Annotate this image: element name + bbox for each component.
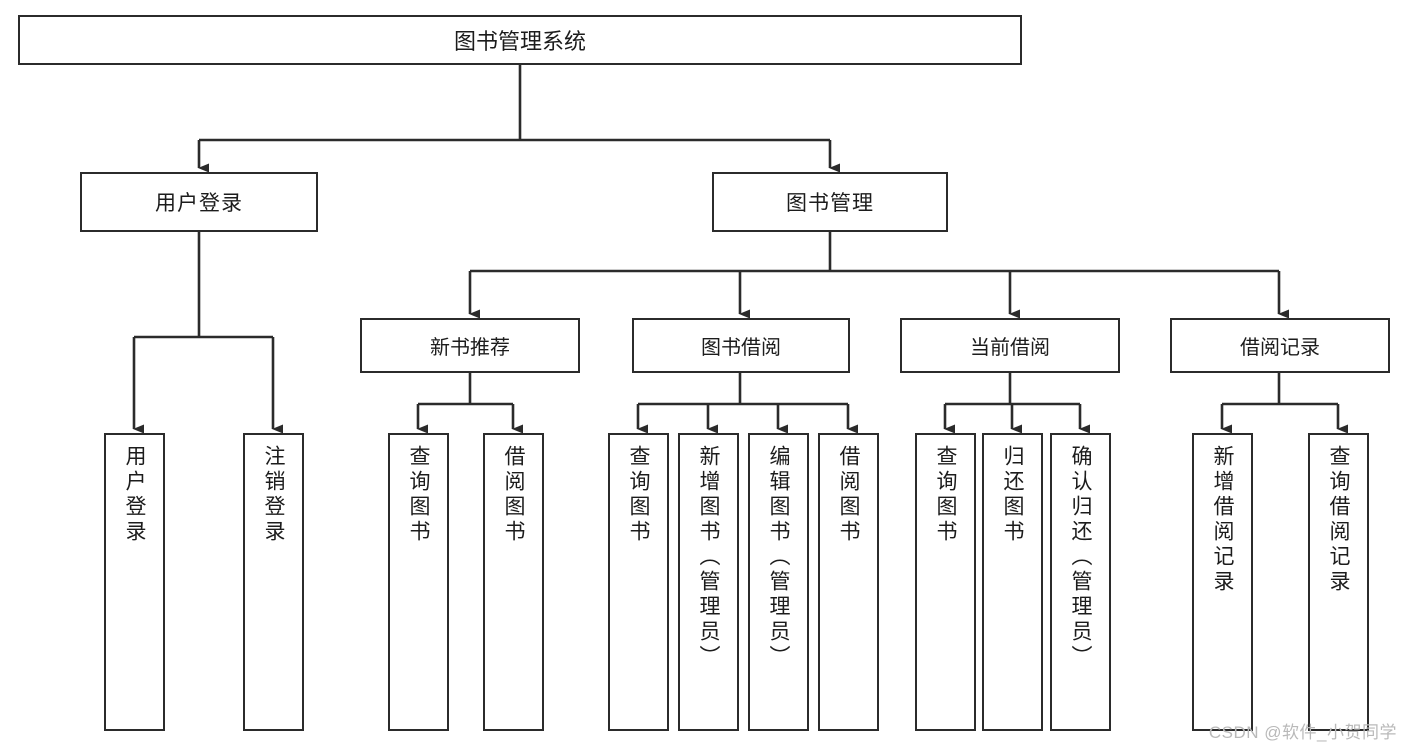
node-label: 图书管理 (786, 192, 874, 215)
node-book-management[interactable]: 图书管理 (712, 172, 948, 232)
node-label: 借阅记录 (1240, 337, 1320, 359)
watermark-csdn: CSDN @软件_小贺同学 (1208, 723, 1397, 742)
node-label: 新书推荐 (430, 337, 510, 359)
node-borrow-record[interactable]: 借阅记录 (1170, 318, 1390, 373)
node-label: 用户登录 (123, 445, 146, 545)
node-user-login[interactable]: 用户登录 (80, 172, 318, 232)
node-label: 图书管理系统 (453, 29, 586, 54)
leaf-query-borrow-record[interactable]: 查询借阅记录 (1308, 433, 1369, 731)
leaf-query-book-current[interactable]: 查询图书 (915, 433, 976, 731)
node-label: 借阅图书 (837, 445, 860, 545)
node-label: 新增图书（管理员） (697, 445, 720, 670)
node-current-borrow[interactable]: 当前借阅 (900, 318, 1120, 373)
leaf-user-login[interactable]: 用户登录 (104, 433, 165, 731)
node-book-borrow[interactable]: 图书借阅 (632, 318, 850, 373)
leaf-query-book-borrow[interactable]: 查询图书 (608, 433, 669, 731)
node-label: 查询图书 (627, 445, 650, 545)
leaf-confirm-return-admin[interactable]: 确认归还（管理员） (1050, 433, 1111, 731)
node-label: 当前借阅 (970, 337, 1050, 359)
node-label: 查询图书 (407, 445, 430, 545)
node-label: 查询借阅记录 (1327, 445, 1350, 595)
leaf-borrow-book[interactable]: 借阅图书 (818, 433, 879, 731)
leaf-borrow-book-recommend[interactable]: 借阅图书 (483, 433, 544, 731)
leaf-edit-book-admin[interactable]: 编辑图书（管理员） (748, 433, 809, 731)
node-label: 注销登录 (262, 445, 285, 545)
leaf-add-book-admin[interactable]: 新增图书（管理员） (678, 433, 739, 731)
node-label: 归还图书 (1001, 445, 1024, 545)
node-new-book-recommend[interactable]: 新书推荐 (360, 318, 580, 373)
node-label: 新增借阅记录 (1211, 445, 1234, 595)
leaf-return-book[interactable]: 归还图书 (982, 433, 1043, 731)
node-label: 借阅图书 (502, 445, 525, 545)
node-label: 查询图书 (934, 445, 957, 545)
leaf-query-book-recommend[interactable]: 查询图书 (388, 433, 449, 731)
leaf-user-logout[interactable]: 注销登录 (243, 433, 304, 731)
node-label: 用户登录 (155, 192, 243, 215)
node-label: 图书借阅 (701, 337, 781, 359)
node-label: 确认归还（管理员） (1069, 445, 1092, 670)
node-root-system[interactable]: 图书管理系统 (18, 15, 1022, 65)
node-label: 编辑图书（管理员） (767, 445, 790, 670)
leaf-add-borrow-record[interactable]: 新增借阅记录 (1192, 433, 1253, 731)
